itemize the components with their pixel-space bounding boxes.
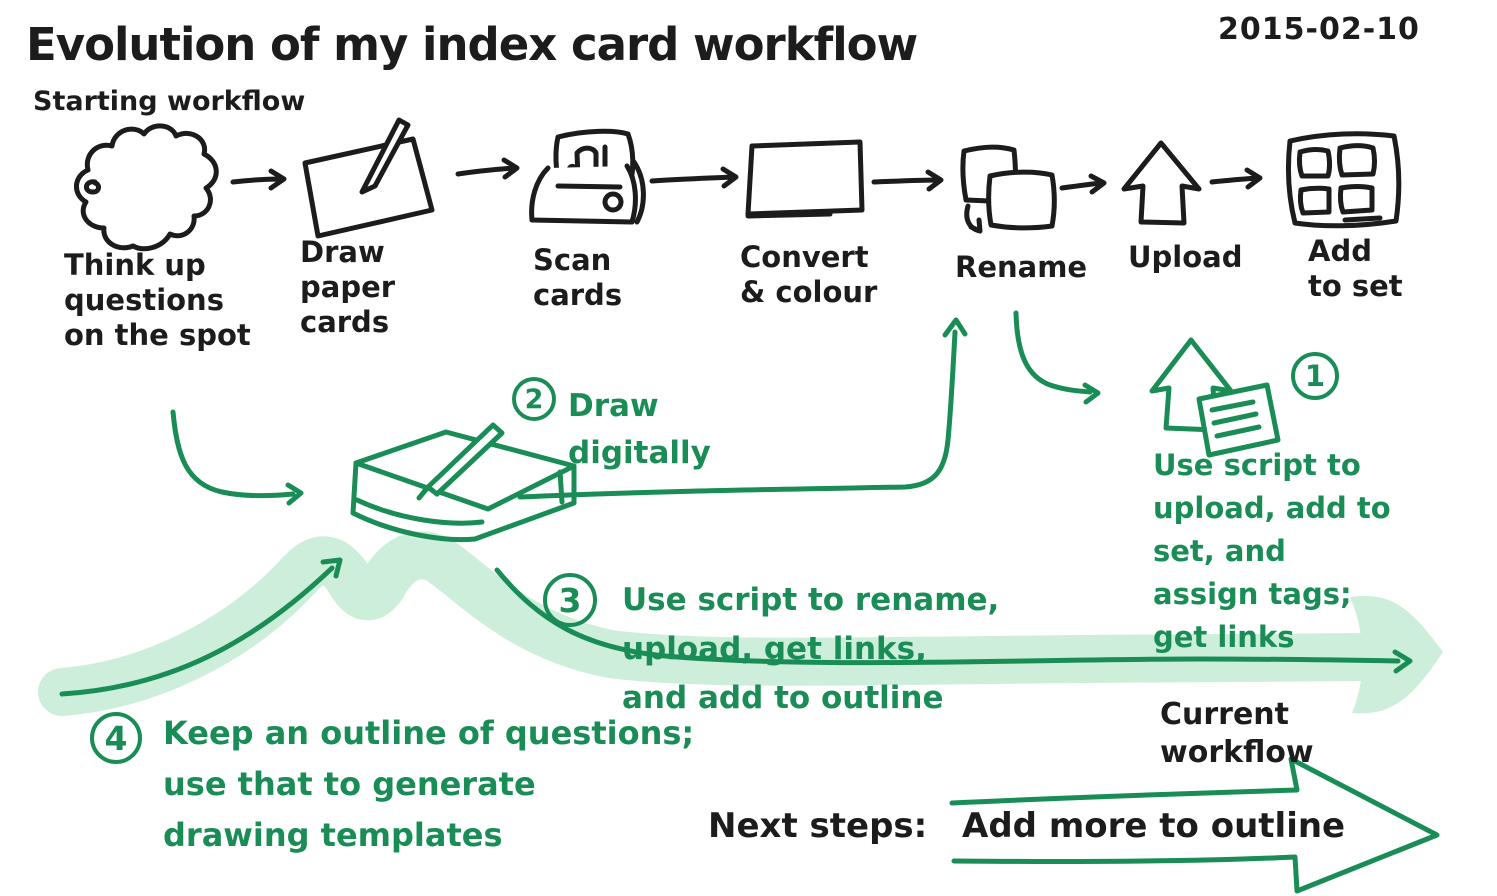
note-use-script-upload: Use script to upload, add to set, and as… [1153,448,1391,654]
starting-workflow-label: Starting workflow [33,86,306,117]
current-workflow-label: Current workflow [1160,697,1314,770]
step-label-draw-paper-cards: Draw paper cards [300,235,396,339]
circled-number-4: 4 [90,712,142,764]
black-ink [74,117,1402,252]
note-use-script-rename: Use script to rename, upload, get links,… [622,582,1000,716]
next-steps-value: Add more to outline [962,806,1346,846]
next-steps-arrow [949,756,1440,894]
circled-number-3: 3 [543,573,597,627]
step-label-add-to-set: Add to set [1308,234,1403,303]
note-draw-digitally: Draw digitally [568,388,711,471]
card-set-grid-icon [1285,131,1402,229]
cloud-icon [74,123,219,252]
upload-script-icon [1149,337,1281,458]
two-cards-icon [960,144,1057,234]
scanner-icon [529,128,646,225]
upload-arrow-icon [1121,140,1202,226]
step-label-think-up: Think up questions on the spot [64,248,251,352]
arrow-outline-to-tablet [59,557,343,697]
page-title: Evolution of my index card workflow [26,18,918,71]
step-label-scan-cards: Scan cards [533,243,623,312]
step-label-upload: Upload [1128,240,1243,274]
arrow-rename-to-script [1013,310,1101,405]
circled-number-2: 2 [512,377,556,421]
step-label-rename: Rename [955,250,1088,284]
next-steps-label: Next steps: [708,806,928,846]
blank-card-icon [745,139,865,219]
arrow-think-to-tablet [170,409,304,506]
step-connector-arrows [230,157,1263,195]
arrow-digitally-to-rename [517,317,968,500]
card-pen-icon [302,117,435,239]
tablet-stylus-icon [350,422,577,543]
arrow-current-workflow [494,567,1413,674]
note-keep-outline: Keep an outline of questions; use that t… [163,714,695,855]
green-ink [59,310,1440,894]
date-label: 2015-02-10 [1218,12,1420,47]
step-label-convert-colour: Convert & colour [740,240,878,309]
circled-number-1: 1 [1291,352,1339,400]
